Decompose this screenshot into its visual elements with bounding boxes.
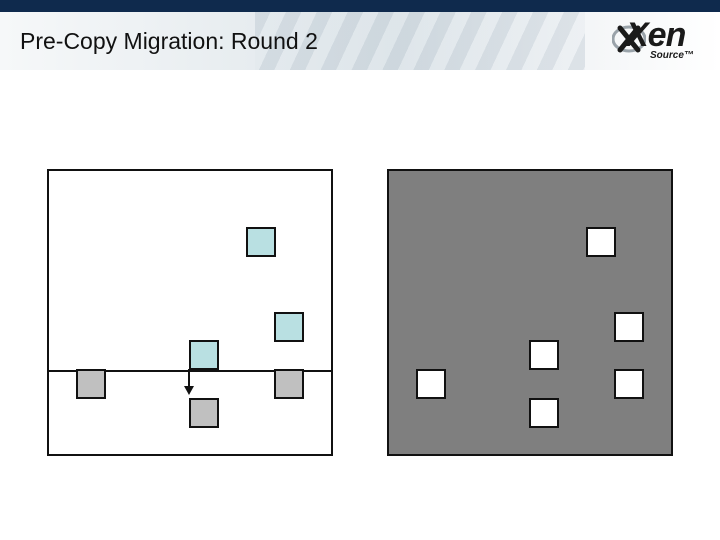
memory-divider-line — [49, 370, 331, 372]
slide-header: Pre-Copy Migration: Round 2 Xen Source™ — [0, 0, 720, 70]
header-decoration — [255, 12, 585, 70]
xen-x-icon — [612, 25, 646, 53]
clean-page — [274, 369, 304, 399]
copied-page — [529, 398, 559, 428]
clean-page — [76, 369, 106, 399]
copied-page — [614, 369, 644, 399]
copied-page — [416, 369, 446, 399]
source-host-memory — [47, 169, 333, 456]
destination-host-memory — [387, 169, 673, 456]
copied-page — [586, 227, 616, 257]
logo-wordmark: Xen — [626, 16, 686, 54]
xensource-logo: Xen Source™ — [612, 14, 712, 66]
copied-page — [614, 312, 644, 342]
dirty-page — [189, 340, 219, 370]
copied-page — [529, 340, 559, 370]
logo-subtext: Source™ — [650, 50, 694, 61]
slide-title: Pre-Copy Migration: Round 2 — [20, 28, 318, 54]
dirty-page — [246, 227, 276, 257]
clean-page — [189, 398, 219, 428]
dirty-page — [274, 312, 304, 342]
header-top-bar — [0, 0, 720, 12]
